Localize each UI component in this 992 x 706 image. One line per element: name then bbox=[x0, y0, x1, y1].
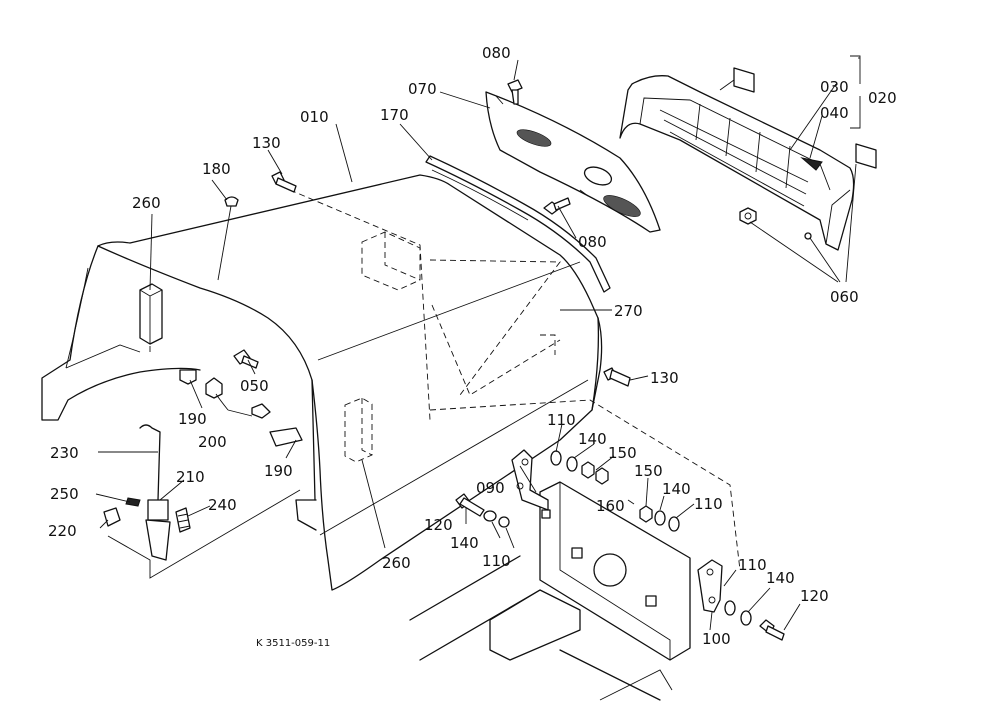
callout-020: 020 bbox=[868, 89, 897, 107]
callout-190-left: 190 bbox=[178, 410, 207, 428]
callout-140-b: 140 bbox=[662, 480, 691, 498]
pin-180 bbox=[217, 196, 239, 281]
callout-200: 200 bbox=[198, 433, 227, 451]
callout-140-d: 140 bbox=[766, 569, 795, 587]
callout-130-right: 130 bbox=[650, 369, 679, 387]
bolt-120-right bbox=[759, 619, 785, 641]
callout-050: 050 bbox=[240, 377, 269, 395]
callout-110-a: 110 bbox=[547, 411, 576, 429]
callout-090: 090 bbox=[476, 479, 505, 497]
callout-260-upper: 260 bbox=[132, 194, 161, 212]
hinge-090 bbox=[511, 449, 549, 511]
clip-190-left bbox=[179, 369, 197, 385]
callout-100: 100 bbox=[702, 630, 731, 648]
callout-150-b: 150 bbox=[634, 462, 663, 480]
callout-040: 040 bbox=[820, 104, 849, 122]
hinge-100 bbox=[697, 559, 723, 613]
callout-120-right: 120 bbox=[800, 587, 829, 605]
callout-190-right: 190 bbox=[264, 462, 293, 480]
callout-160: 160 bbox=[596, 497, 625, 515]
washers-and-nuts bbox=[483, 450, 752, 626]
brace-block-part bbox=[139, 283, 163, 345]
bolt-120-left bbox=[455, 493, 485, 517]
leader-lines bbox=[95, 55, 861, 631]
callout-120-left: 120 bbox=[424, 516, 453, 534]
bolt-130-upper bbox=[271, 171, 297, 193]
front-frame-bracket bbox=[409, 481, 691, 701]
callout-180: 180 bbox=[202, 160, 231, 178]
callout-140-a: 140 bbox=[578, 430, 607, 448]
front-grille-part bbox=[619, 67, 877, 251]
callout-220: 220 bbox=[48, 522, 77, 540]
callout-140-c: 140 bbox=[450, 534, 479, 552]
callout-070: 070 bbox=[408, 80, 437, 98]
callout-210: 210 bbox=[176, 468, 205, 486]
drawing-code: K 3511-059-11 bbox=[256, 638, 330, 649]
callout-080-upper: 080 bbox=[482, 44, 511, 62]
bolt-080-lower bbox=[543, 197, 571, 215]
trim-seal-part bbox=[425, 155, 611, 293]
callout-030: 030 bbox=[820, 78, 849, 96]
callout-080-lower: 080 bbox=[578, 233, 607, 251]
bolt-080-upper bbox=[507, 79, 523, 105]
callout-150-a: 150 bbox=[608, 444, 637, 462]
screw-050 bbox=[233, 349, 259, 369]
clip-190-right bbox=[269, 427, 303, 447]
callout-110-b: 110 bbox=[694, 495, 723, 513]
callout-240: 240 bbox=[208, 496, 237, 514]
callout-010: 010 bbox=[300, 108, 329, 126]
callout-060: 060 bbox=[830, 288, 859, 306]
callout-110-d: 110 bbox=[738, 556, 767, 574]
callout-250: 250 bbox=[50, 485, 79, 503]
side-grille-panel-part bbox=[485, 91, 661, 233]
callout-130-upper: 130 bbox=[252, 134, 281, 152]
callout-labels: 010 020 030 040 050 060 070 080 080 090 … bbox=[48, 44, 897, 648]
bolt-200 bbox=[205, 377, 271, 419]
callout-270: 270 bbox=[614, 302, 643, 320]
callout-230: 230 bbox=[50, 444, 79, 462]
callout-170: 170 bbox=[380, 106, 409, 124]
bolt-130-right bbox=[603, 367, 631, 387]
callout-110-c: 110 bbox=[482, 552, 511, 570]
callout-260-lower: 260 bbox=[382, 554, 411, 572]
